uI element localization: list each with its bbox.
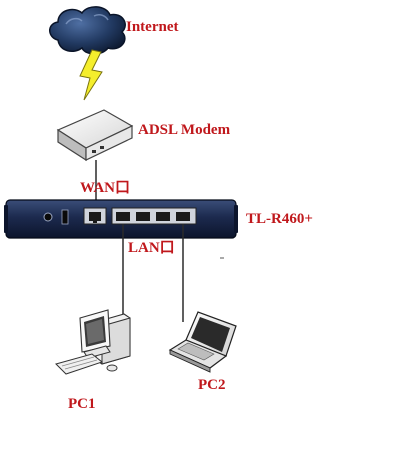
lightning-bolt-icon [79,49,103,101]
pc2-laptop-icon [168,311,237,373]
router-model-label: TL-R460+ [246,211,313,227]
internet-label: Internet [126,19,179,35]
wan-port-label: WAN口 [80,180,131,196]
pc2-label: PC2 [198,377,226,393]
adsl-modem-label: ADSL Modem [138,122,231,138]
router-device [4,199,238,239]
lan-ports-icon [111,207,197,225]
internet-cloud-icon [49,6,126,55]
power-port-icon [43,212,53,222]
pc1-label: PC1 [68,396,96,412]
lan-port-label: LAN口 [128,240,175,256]
pc1-desktop-icon [55,309,131,375]
adsl-modem-icon [56,109,134,162]
wan-port-icon [83,207,107,225]
